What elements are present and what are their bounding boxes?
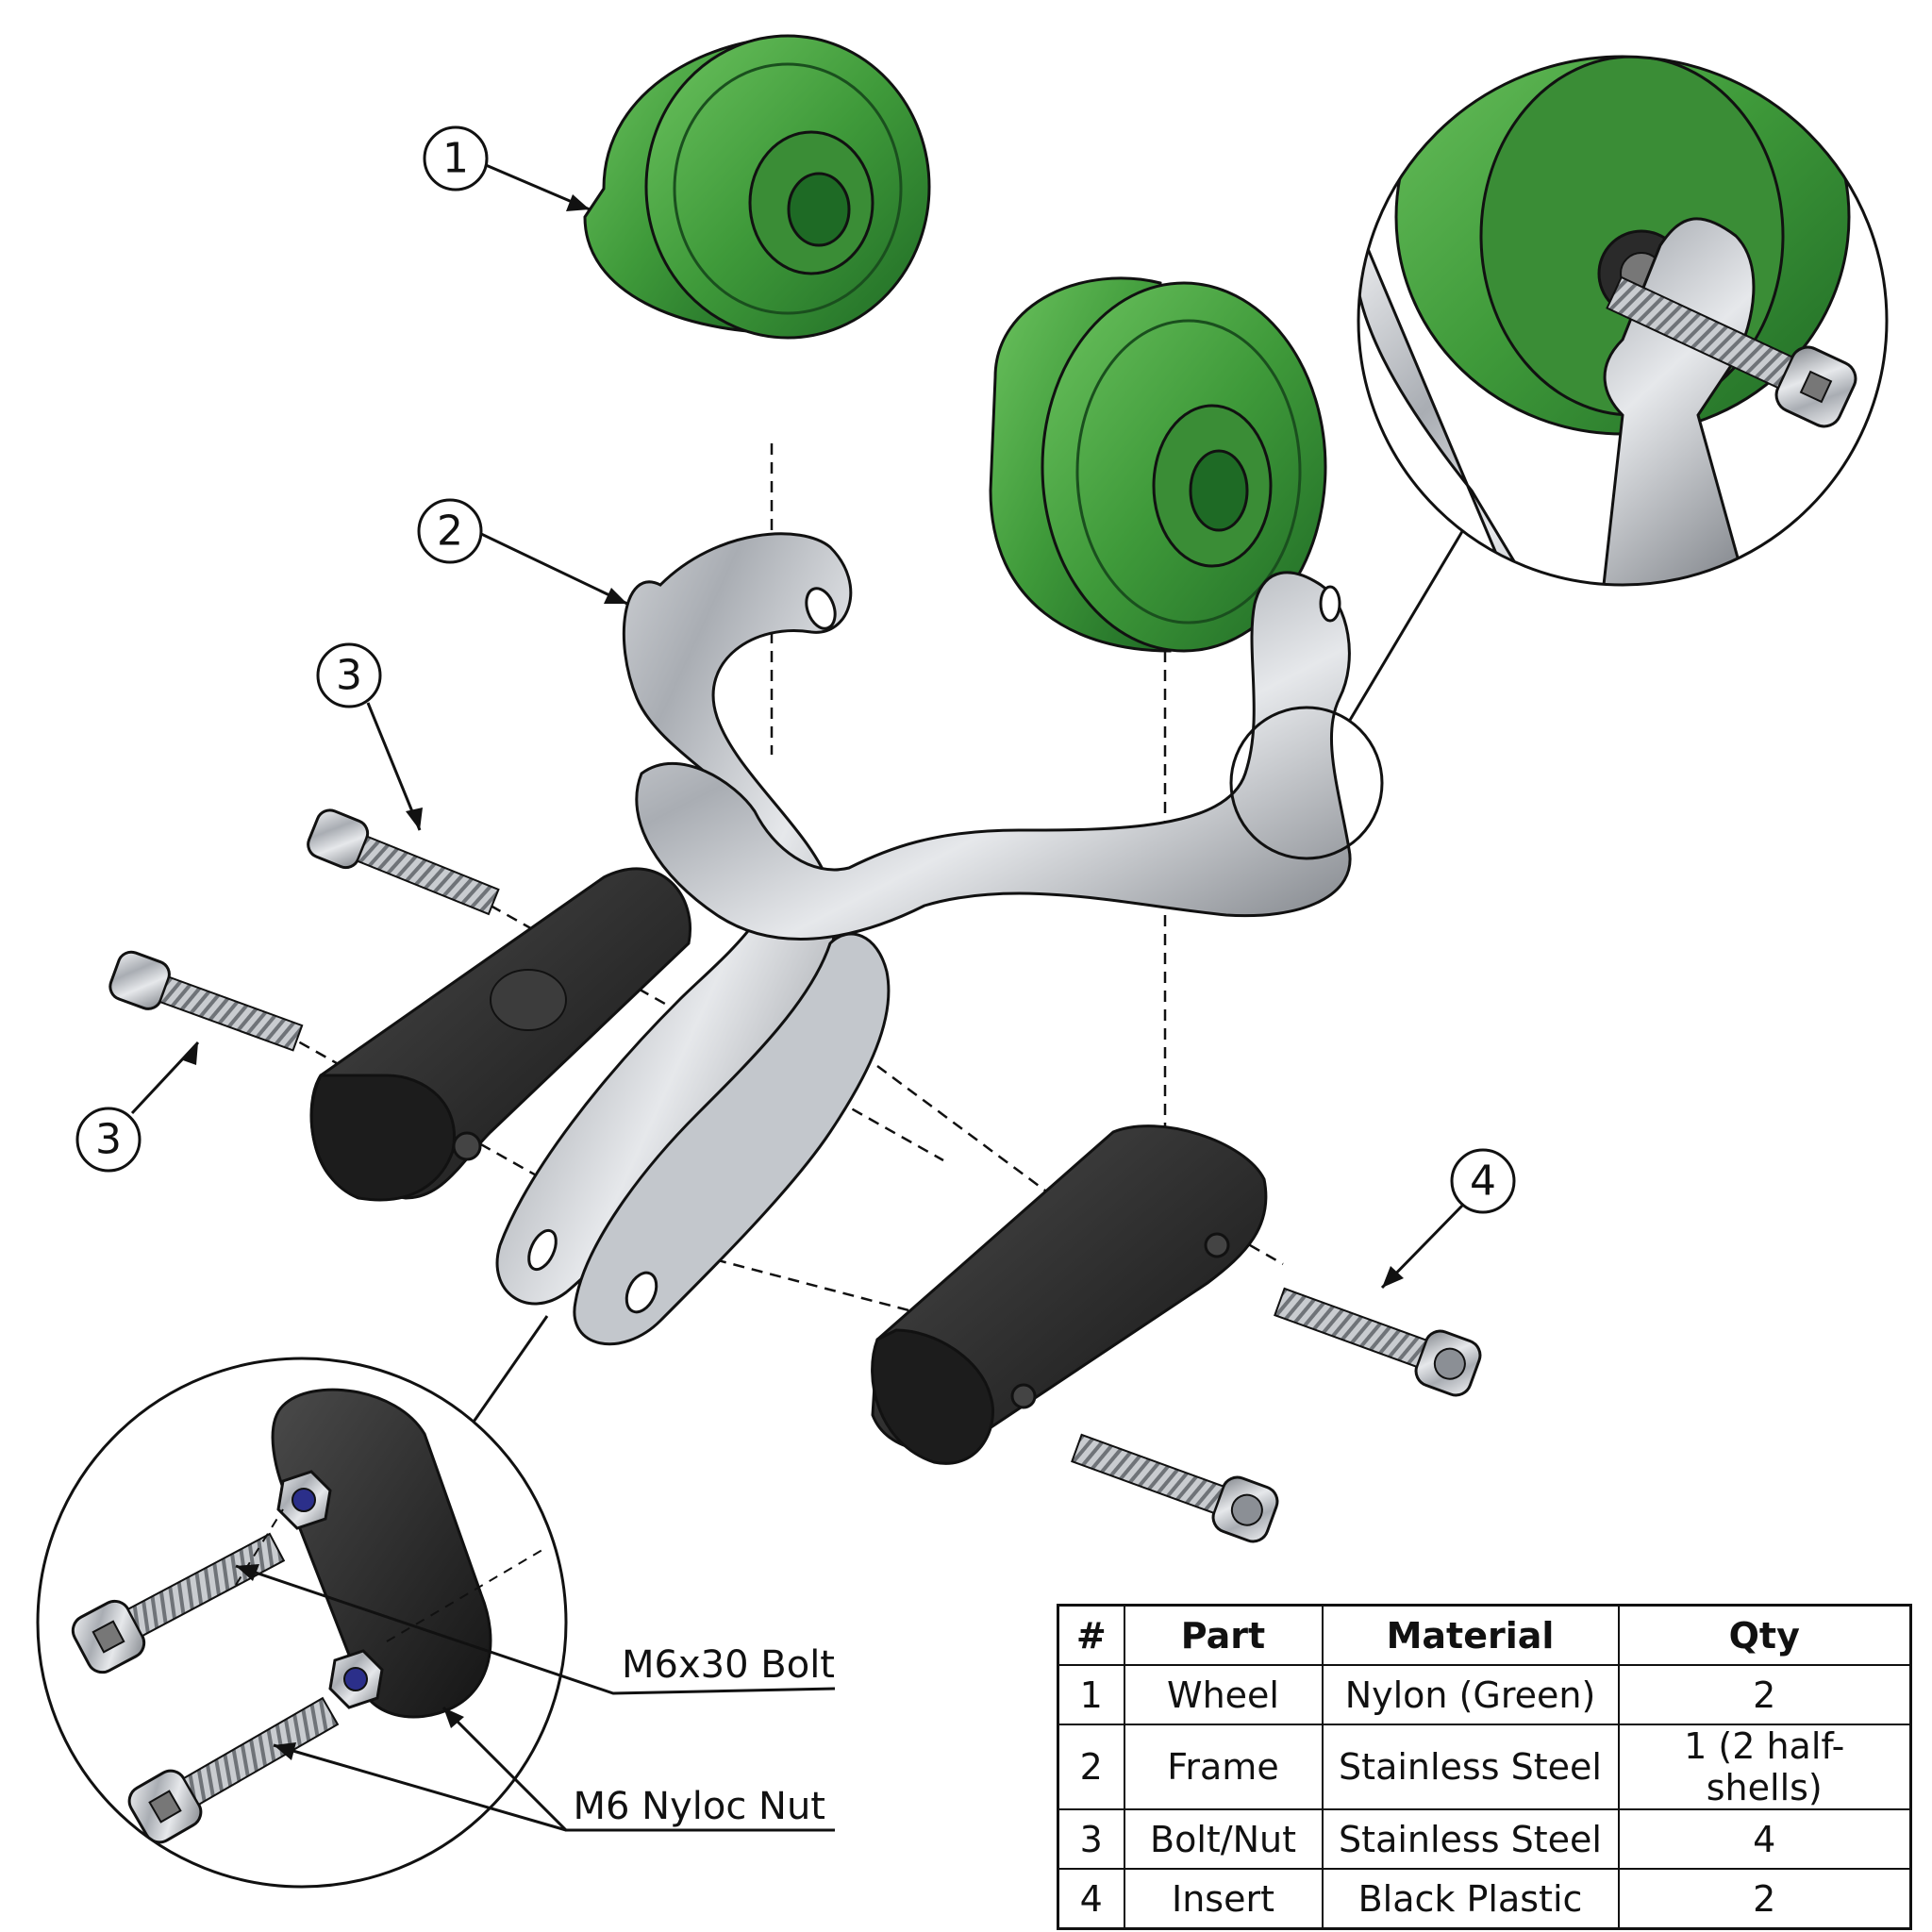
bom-cell-number: 4 xyxy=(1057,1868,1125,1930)
svg-text:2: 2 xyxy=(437,508,463,556)
bom-cell-qty: 2 xyxy=(1617,1664,1912,1725)
callout-bolt-label: M6x30 Bolt xyxy=(622,1643,835,1687)
frame-half-shells xyxy=(495,532,1352,1346)
svg-text:4: 4 xyxy=(1470,1158,1496,1206)
balloon-2: 2 xyxy=(417,498,483,564)
bom-cell-material: Black Plastic xyxy=(1321,1868,1620,1930)
insert-right xyxy=(871,1124,1268,1465)
bom-header-number: # xyxy=(1057,1604,1125,1666)
svg-text:1: 1 xyxy=(442,135,469,183)
bom-cell-material: Stainless Steel xyxy=(1321,1808,1620,1870)
nyloc-nut-lower xyxy=(328,1649,384,1709)
balloon-1: 1 xyxy=(423,125,489,192)
balloon-3-lower: 3 xyxy=(75,1107,142,1173)
bom-cell-number: 2 xyxy=(1057,1724,1125,1810)
bill-of-materials-table: # Part Material Qty 1 Wheel Nylon (Green… xyxy=(1057,1604,1912,1930)
bom-cell-qty: 1 (2 half-shells) xyxy=(1617,1724,1912,1810)
callout-nut-label: M6 Nyloc Nut xyxy=(573,1785,825,1828)
bom-cell-number: 3 xyxy=(1057,1808,1125,1870)
balloon-3-upper: 3 xyxy=(316,642,382,708)
wheel-1 xyxy=(583,34,931,340)
svg-text:3: 3 xyxy=(95,1116,122,1164)
bom-cell-qty: 2 xyxy=(1617,1868,1912,1930)
bom-cell-qty: 4 xyxy=(1617,1808,1912,1870)
wheel-2 xyxy=(989,276,1327,653)
bolt-right-lower xyxy=(1071,1433,1279,1543)
bom-row: 1 Wheel Nylon (Green) 2 xyxy=(1057,1664,1912,1725)
bom-cell-part: Wheel xyxy=(1123,1664,1324,1725)
bolt-lower-left xyxy=(108,950,304,1052)
detail-view-bolt-nut xyxy=(36,1357,568,1889)
bom-row: 2 Frame Stainless Steel 1 (2 half-shells… xyxy=(1057,1724,1912,1810)
nyloc-nut-upper xyxy=(276,1470,332,1530)
bom-row: 4 Insert Black Plastic 2 xyxy=(1057,1868,1912,1930)
bom-header-qty: Qty xyxy=(1617,1604,1912,1666)
detail-view-wheel-bolt xyxy=(1357,55,1889,587)
bom-header-material: Material xyxy=(1321,1604,1620,1666)
bom-header-row: # Part Material Qty xyxy=(1057,1604,1912,1666)
bom-cell-part: Bolt/Nut xyxy=(1123,1808,1324,1870)
bom-cell-material: Nylon (Green) xyxy=(1321,1664,1620,1725)
bolt-upper-left xyxy=(307,808,500,916)
detail-leader-top xyxy=(1347,523,1469,723)
detail-marker-circle xyxy=(1229,706,1384,860)
bom-cell-part: Insert xyxy=(1123,1868,1324,1930)
balloon-4: 4 xyxy=(1450,1148,1516,1214)
callout-leaders xyxy=(235,1564,836,1832)
bom-cell-material: Stainless Steel xyxy=(1321,1724,1620,1810)
bom-row: 3 Bolt/Nut Stainless Steel 4 xyxy=(1057,1808,1912,1870)
insert-left xyxy=(309,867,691,1202)
bom-cell-part: Frame xyxy=(1123,1724,1324,1810)
bom-cell-number: 1 xyxy=(1057,1664,1125,1725)
bom-header-part: Part xyxy=(1123,1604,1324,1666)
callout-arrowheads xyxy=(236,1564,464,1760)
bolt-right-upper xyxy=(1274,1287,1482,1397)
svg-text:3: 3 xyxy=(336,652,362,700)
detail-leader-bottom xyxy=(470,1315,549,1425)
balloon-arrowheads xyxy=(183,194,1404,1288)
